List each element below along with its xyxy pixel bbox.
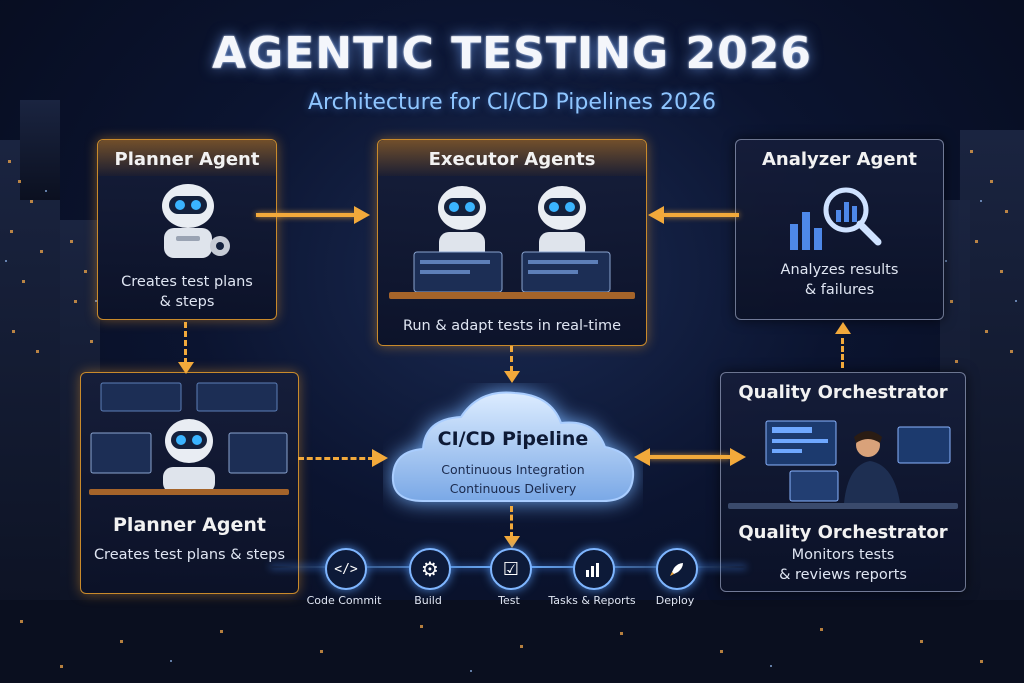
analyzer-agent-card: Analyzer Agent Analyzes results & failur… — [735, 139, 944, 320]
robot-icon — [162, 184, 230, 258]
planner-agent-bottom-desc: Creates test plans & steps — [93, 547, 286, 563]
arrow-pipeline-to-test — [510, 506, 513, 538]
quality-orchestrator-desc-1: Monitors tests — [791, 547, 895, 563]
magnifier-chart-icon — [790, 187, 882, 250]
executor-agents-desc: Run & adapt tests in real-time — [402, 318, 622, 334]
arrow-planner-to-pipeline — [298, 457, 374, 460]
stage-deploy[interactable] — [656, 548, 698, 590]
stage-code-commit-label: Code Commit — [306, 594, 382, 607]
arrow-orchestrator-to-analyzer — [841, 338, 844, 368]
planner-agent-desc-2: & steps — [159, 294, 215, 310]
stage-test-label: Test — [498, 594, 520, 607]
stage-code-commit[interactable]: </> — [325, 548, 367, 590]
arrowhead-down-planner — [178, 362, 194, 374]
arrow-executor-to-pipeline — [510, 346, 513, 372]
stage-build[interactable]: ⚙ — [409, 548, 451, 590]
executor-agents-title: Executor Agents — [428, 149, 596, 170]
pipeline-line-1: Continuous Integration — [441, 462, 585, 477]
arrowhead-right-pipeline — [372, 449, 388, 467]
rocket-icon — [670, 563, 683, 576]
quality-orchestrator-desc-2: & reviews reports — [779, 567, 907, 583]
arrow-planner-to-executor — [256, 213, 356, 217]
arrowhead-down-test — [504, 536, 520, 548]
stage-tasks-reports-label: Tasks & Reports — [548, 594, 636, 607]
stage-test[interactable]: ☑ — [490, 548, 532, 590]
executor-robots-illustration — [389, 186, 635, 299]
ci-cd-pipeline-cloud — [391, 391, 635, 502]
analyzer-agent-desc-2: & failures — [804, 282, 875, 298]
planner-agent-title: Planner Agent — [114, 149, 260, 170]
stage-tasks-reports[interactable] — [573, 548, 615, 590]
pipeline-line-2: Continuous Delivery — [449, 481, 577, 496]
quality-orchestrator-header: Quality Orchestrator — [738, 382, 948, 403]
stage-build-label: Build — [414, 594, 442, 607]
analyzer-agent-title: Analyzer Agent — [761, 149, 918, 170]
checkbox-icon: ☑ — [502, 558, 520, 580]
planner-agent-desc-1: Creates test plans — [121, 274, 253, 290]
arrowhead-right-executor — [354, 206, 370, 224]
quality-orchestrator-card: Quality Orchestrator Quality Orchestrato… — [720, 372, 966, 592]
pipeline-title: CI/CD Pipeline — [437, 428, 589, 450]
planner-agent-workstation-card: Planner Agent Creates test plans & steps — [80, 372, 299, 594]
bar-chart-icon — [586, 563, 599, 577]
arrowhead-left-executor — [648, 206, 664, 224]
page-subtitle: Architecture for CI/CD Pipelines 2026 — [307, 90, 717, 115]
gear-icon: ⚙ — [421, 557, 439, 581]
code-icon: </> — [334, 561, 358, 577]
planner-workstation-illustration — [89, 382, 289, 495]
arrowhead-right-orchestrator — [730, 448, 746, 466]
arrow-pipeline-orchestrator — [648, 455, 730, 459]
arrowhead-down-pipeline — [504, 371, 520, 383]
orchestrator-workstation-illustration — [728, 420, 958, 509]
executor-agents-card: Executor Agents Run & adapt tests in rea… — [377, 139, 647, 346]
arrow-analyzer-to-executor — [663, 213, 739, 217]
arrowhead-up-analyzer — [835, 322, 851, 334]
page-title: AGENTIC TESTING 2026 — [212, 28, 812, 79]
planner-agent-card: Planner Agent Creates test plans & steps — [97, 139, 277, 320]
quality-orchestrator-title: Quality Orchestrator — [738, 522, 948, 543]
planner-agent-bottom-title: Planner Agent — [113, 514, 266, 536]
analyzer-agent-desc-1: Analyzes results — [780, 262, 899, 278]
arrow-planner-down — [184, 322, 187, 364]
arrowhead-left-pipeline — [634, 448, 650, 466]
stage-deploy-label: Deploy — [655, 594, 695, 607]
